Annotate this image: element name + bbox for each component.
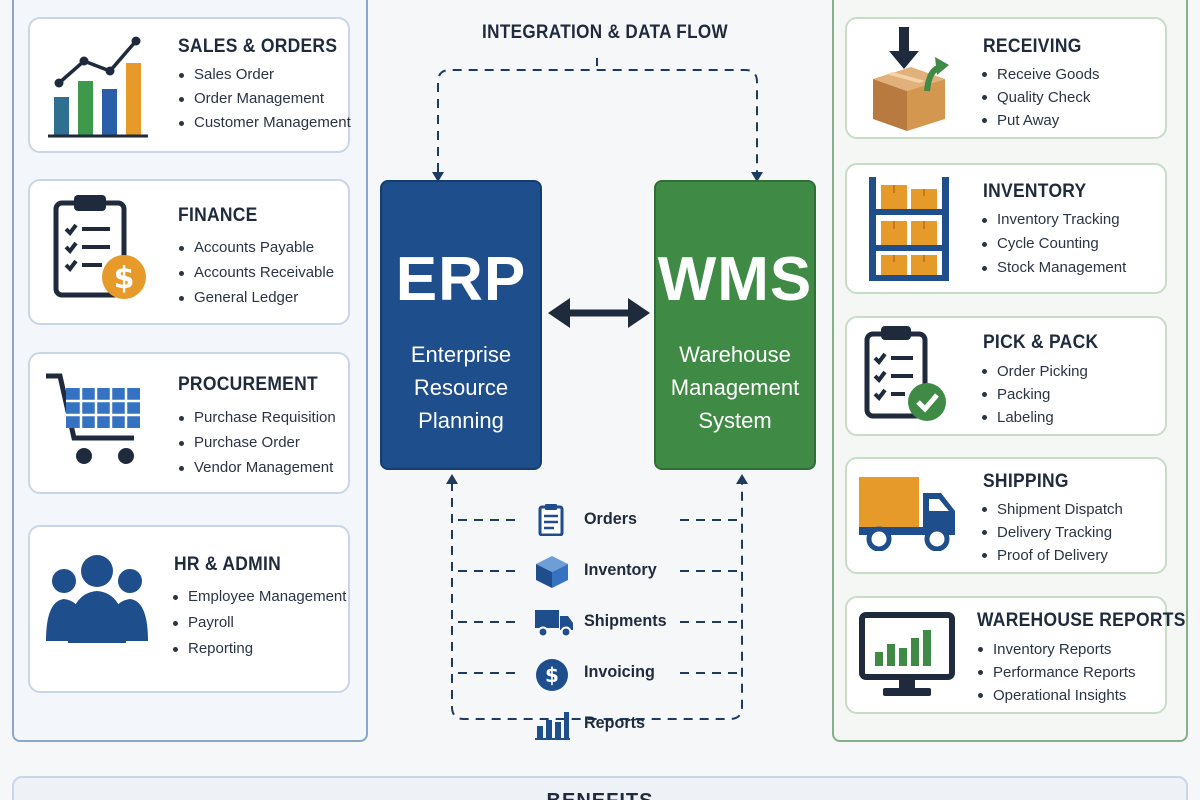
monitor-chart-icon [859,612,955,705]
module-title: PICK & PACK [983,332,1099,353]
module-title: SHIPPING [983,471,1069,492]
bar-chart-icon [534,708,570,745]
list-item: Reporting [172,637,346,663]
module-title: FINANCE [178,205,258,226]
wms-abbr: WMS [657,245,813,314]
flow-item-shipments[interactable]: Shipments [534,602,667,643]
list-item: Packing [981,383,1088,406]
module-feature-list: Inventory Reports Performance Reports Op… [977,638,1136,707]
list-item: Stock Management [981,256,1126,280]
list-item: Labeling [981,406,1088,429]
truck-icon [534,606,574,643]
module-card-procurement[interactable]: PROCUREMENT Purchase Requisition Purchas… [28,352,350,494]
flow-item-orders[interactable]: Orders [534,500,664,540]
shopping-cart-icon [44,368,148,477]
module-card-inventory[interactable]: INVENTORY Inventory Tracking Cycle Count… [845,163,1167,294]
box-arrow-icon [867,27,951,136]
erp-system-block[interactable]: ERP Enterprise Resource Planning [380,180,542,470]
flow-label: Shipments [584,611,667,630]
flow-item-reports[interactable]: Reports [534,704,664,744]
module-card-receiving[interactable]: RECEIVING Receive Goods Quality Check Pu… [845,17,1167,139]
list-item: Inventory Reports [977,638,1136,661]
list-item: Accounts Payable [178,236,334,261]
list-item: General Ledger [178,286,334,311]
module-card-shipping[interactable]: SHIPPING Shipment Dispatch Delivery Trac… [845,457,1167,574]
wms-name-line: System [698,408,772,433]
list-item: Shipment Dispatch [981,498,1123,521]
list-item: Order Management [178,87,351,111]
wms-system-block[interactable]: WMS Warehouse Management System [654,180,816,470]
list-item: Accounts Receivable [178,261,334,286]
erp-name-line: Enterprise [410,342,512,367]
module-card-hr-admin[interactable]: HR & ADMIN Employee Management Payroll R… [28,525,350,693]
module-feature-list: Sales Order Order Management Customer Ma… [178,63,351,135]
erp-name-line: Resource [413,375,509,400]
list-item: Performance Reports [977,661,1136,684]
module-feature-list: Employee Management Payroll Reporting [172,585,346,663]
erp-abbr: ERP [395,245,527,314]
list-item: Delivery Tracking [981,521,1123,544]
flow-label: Inventory [584,560,657,579]
module-title: RECEIVING [983,36,1082,57]
list-item: Inventory Tracking [981,208,1126,232]
erp-name-line: Planning [418,408,504,433]
list-item: Vendor Management [178,456,336,481]
module-title: SALES & ORDERS [178,36,338,57]
list-item: Quality Check [981,86,1100,109]
clipboard-dollar-icon: $ [50,193,150,310]
clipboard-check-icon [863,324,951,429]
module-card-finance[interactable]: $ FINANCE Accounts Payable Accounts Rece… [28,179,350,325]
module-card-warehouse-reports[interactable]: WAREHOUSE REPORTS Inventory Reports Perf… [845,596,1185,714]
module-feature-list: Purchase Requisition Purchase Order Vend… [178,406,336,481]
svg-text:$: $ [545,663,559,687]
list-item: Purchase Order [178,431,336,456]
list-item: Proof of Delivery [981,544,1123,567]
list-item: Sales Order [178,63,351,87]
flow-label: Orders [584,509,637,528]
document-icon [534,504,568,541]
list-item: Employee Management [172,585,346,611]
wms-name-line: Warehouse [679,342,791,367]
module-card-pick-pack[interactable]: PICK & PACK Order Picking Packing Labeli… [845,316,1167,436]
team-icon [44,553,150,650]
erp-full-name: Enterprise Resource Planning [382,338,540,437]
list-item: Payroll [172,611,346,637]
integration-flow-title: INTEGRATION & DATA FLOW [482,22,729,43]
list-item: Cycle Counting [981,232,1126,256]
module-feature-list: Inventory Tracking Cycle Counting Stock … [981,208,1126,280]
list-item: Operational Insights [977,684,1136,707]
cube-icon [534,555,570,594]
list-item: Receive Goods [981,63,1100,86]
list-item: Put Away [981,109,1100,132]
list-item: Order Picking [981,360,1088,383]
flow-item-inventory[interactable]: Inventory [534,551,664,591]
benefits-section: BENEFITS [12,776,1188,800]
module-feature-list: Shipment Dispatch Delivery Tracking Proo… [981,498,1123,567]
svg-text:$: $ [114,261,135,296]
flow-label: Invoicing [584,662,655,681]
module-title: HR & ADMIN [174,554,281,575]
module-card-sales-orders[interactable]: SALES & ORDERS Sales Order Order Managem… [28,17,351,153]
module-feature-list: Accounts Payable Accounts Receivable Gen… [178,236,334,311]
dollar-coin-icon: $ [534,657,570,698]
module-title: WAREHOUSE REPORTS [977,610,1186,631]
bar-chart-icon [48,33,148,144]
benefits-title: BENEFITS [14,790,1186,800]
wms-name-line: Management [670,375,800,400]
flow-item-invoicing[interactable]: $ Invoicing [534,653,664,693]
module-title: PROCUREMENT [178,374,318,395]
wms-full-name: Warehouse Management System [656,338,814,437]
list-item: Purchase Requisition [178,406,336,431]
module-title: INVENTORY [983,181,1087,202]
module-feature-list: Receive Goods Quality Check Put Away [981,63,1100,132]
shelving-icon [867,175,951,288]
truck-icon [857,475,957,556]
list-item: Customer Management [178,111,351,135]
module-feature-list: Order Picking Packing Labeling [981,360,1088,429]
flow-label: Reports [584,713,646,732]
